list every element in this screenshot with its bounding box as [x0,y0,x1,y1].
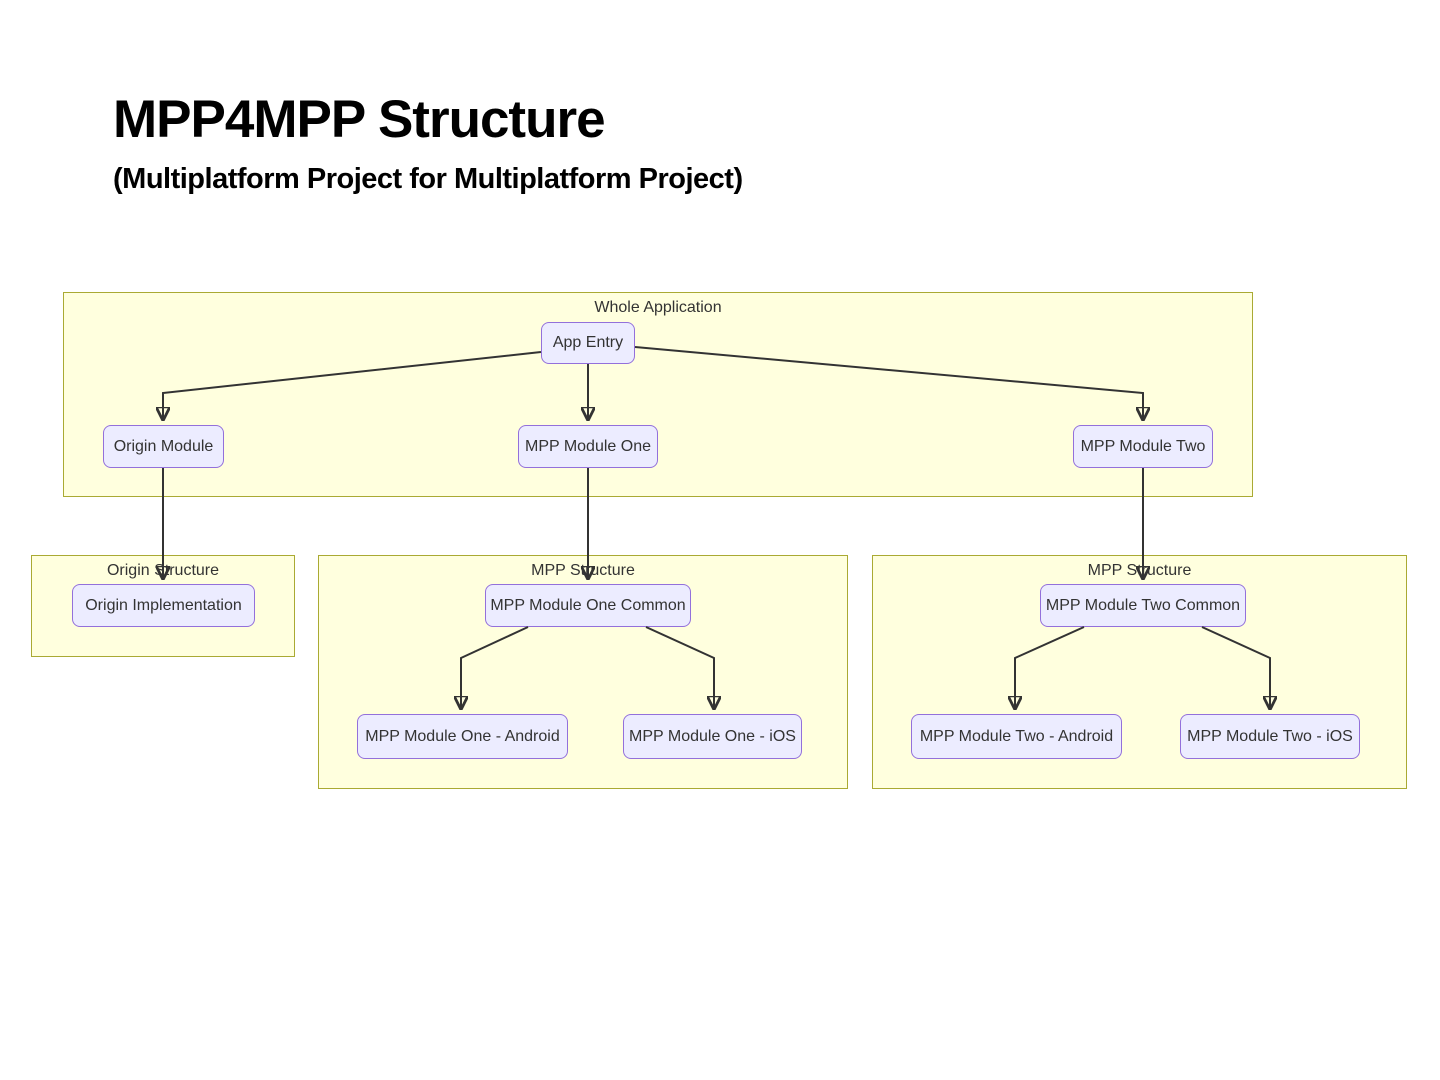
node-mpp-module-two: MPP Module Two [1073,425,1213,468]
cluster-label-whole-application: Whole Application [594,299,722,316]
node-origin-module: Origin Module [103,425,224,468]
node-origin-implementation: Origin Implementation [72,584,255,627]
cluster-label-mpp-structure-two: MPP Structure [1087,562,1192,579]
page-title: MPP4MPP Structure [113,90,606,149]
page-header: MPP4MPP Structure (Multiplatform Project… [113,92,743,196]
node-mpp-module-one-ios: MPP Module One - iOS [623,714,802,759]
node-app-entry: App Entry [541,322,635,364]
page-subtitle: (Multiplatform Project for Multiplatform… [113,162,743,195]
node-mpp-module-two-android: MPP Module Two - Android [911,714,1122,759]
node-mpp-module-one-android: MPP Module One - Android [357,714,568,759]
cluster-label-mpp-structure-one: MPP Structure [531,562,635,579]
node-mpp-module-one-common: MPP Module One Common [485,584,691,627]
cluster-whole-application: Whole Application [63,292,1253,497]
cluster-label-origin-structure: Origin Structure [106,562,220,579]
node-mpp-module-two-common: MPP Module Two Common [1040,584,1246,627]
node-mpp-module-two-ios: MPP Module Two - iOS [1180,714,1360,759]
node-mpp-module-one: MPP Module One [518,425,658,468]
